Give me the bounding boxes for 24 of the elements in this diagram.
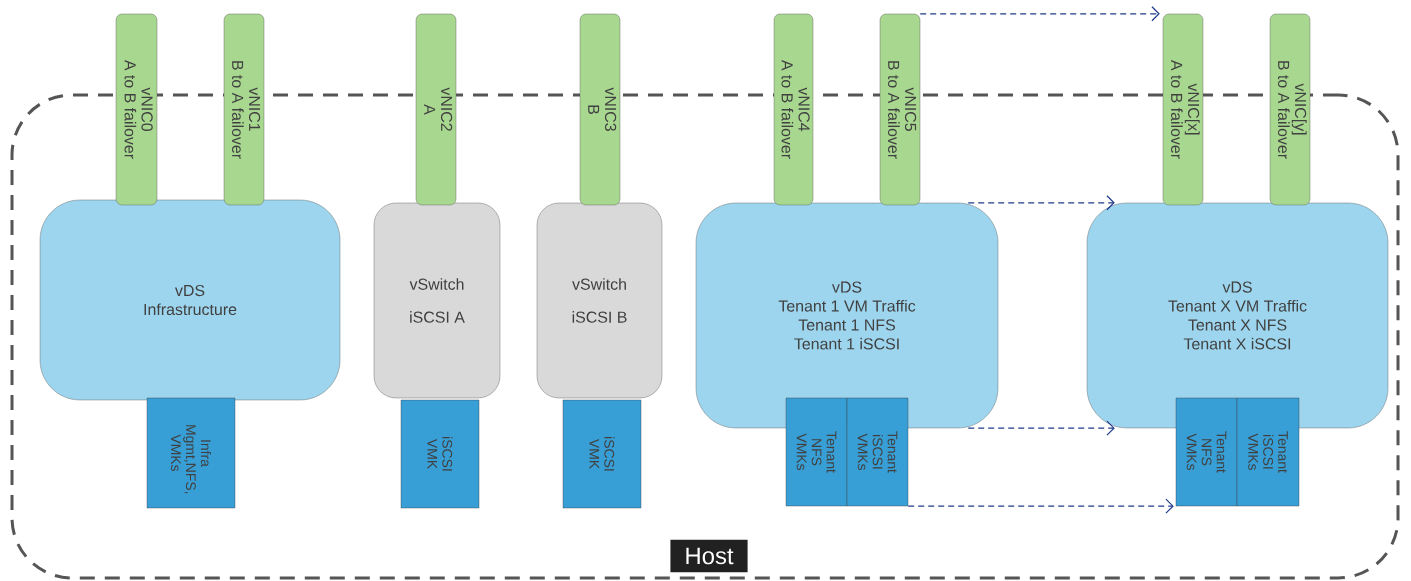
switch-box: vDS Infrastructure [39, 199, 341, 401]
switch-box: vDS Tenant X VM Traffic Tenant X NFS Tenant X iSCSI [1086, 202, 1389, 429]
vnic-bar: vNIC2 A [415, 13, 457, 206]
switch-box: vSwitch iSCSI B [536, 202, 663, 399]
vmk-box: iSCSI VMK [562, 399, 642, 509]
switch-box: vDS Tenant 1 VM Traffic Tenant 1 NFS Tenant 1 iSCSI [695, 202, 999, 429]
vnic-bar: vNIC4 A to B failover [773, 13, 814, 206]
arrow [919, 6, 1160, 22]
arrow [967, 195, 1115, 211]
vmk-box: Tenant NFS VMKs [785, 397, 848, 507]
switch-box: vSwitch iSCSI A [373, 202, 501, 399]
vnic-bar: vNIC5 B to A failover [879, 13, 921, 206]
vmk-box: iSCSI VMK [400, 399, 480, 509]
vnic-bar: vNIC1 B to A failover [223, 13, 265, 206]
vmk-box: Tenant iSCSI VMKs [846, 397, 909, 507]
vmk-box: Infra Mgmt,NFS, VMKs [146, 397, 236, 509]
vnic-bar: vNIC3 B [579, 13, 621, 206]
vmk-box: Tenant iSCSI VMKs [1236, 397, 1300, 507]
vnic-bar: vNIC0 A to B failover [115, 13, 158, 206]
vnic-bar: vNIC[y] B to A failover [1269, 13, 1311, 206]
vnic-bar: vNIC[x] A to B failover [1162, 13, 1204, 206]
arrow [907, 498, 1174, 514]
arrow [967, 420, 1115, 436]
vmk-box: Tenant NFS VMKs [1175, 397, 1238, 507]
